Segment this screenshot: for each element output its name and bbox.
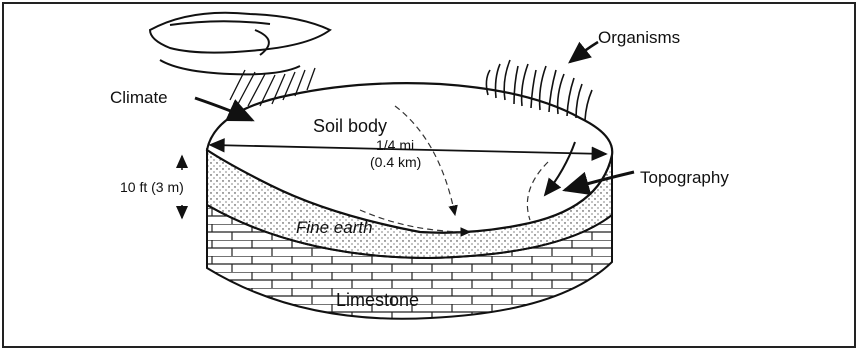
cloud-icon (150, 13, 330, 75)
organisms-label: Organisms (598, 28, 680, 47)
fine-earth-label: Fine earth (296, 218, 373, 237)
width-mi-label: 1/4 mi (376, 137, 414, 153)
topography-label: Topography (640, 168, 729, 187)
soil-body-label: Soil body (313, 116, 387, 136)
climate-label: Climate (110, 88, 168, 107)
limestone-label: Limestone (336, 290, 419, 310)
depth-label: 10 ft (3 m) (120, 179, 184, 195)
organisms-arrow (570, 42, 598, 62)
width-km-label: (0.4 km) (370, 154, 421, 170)
